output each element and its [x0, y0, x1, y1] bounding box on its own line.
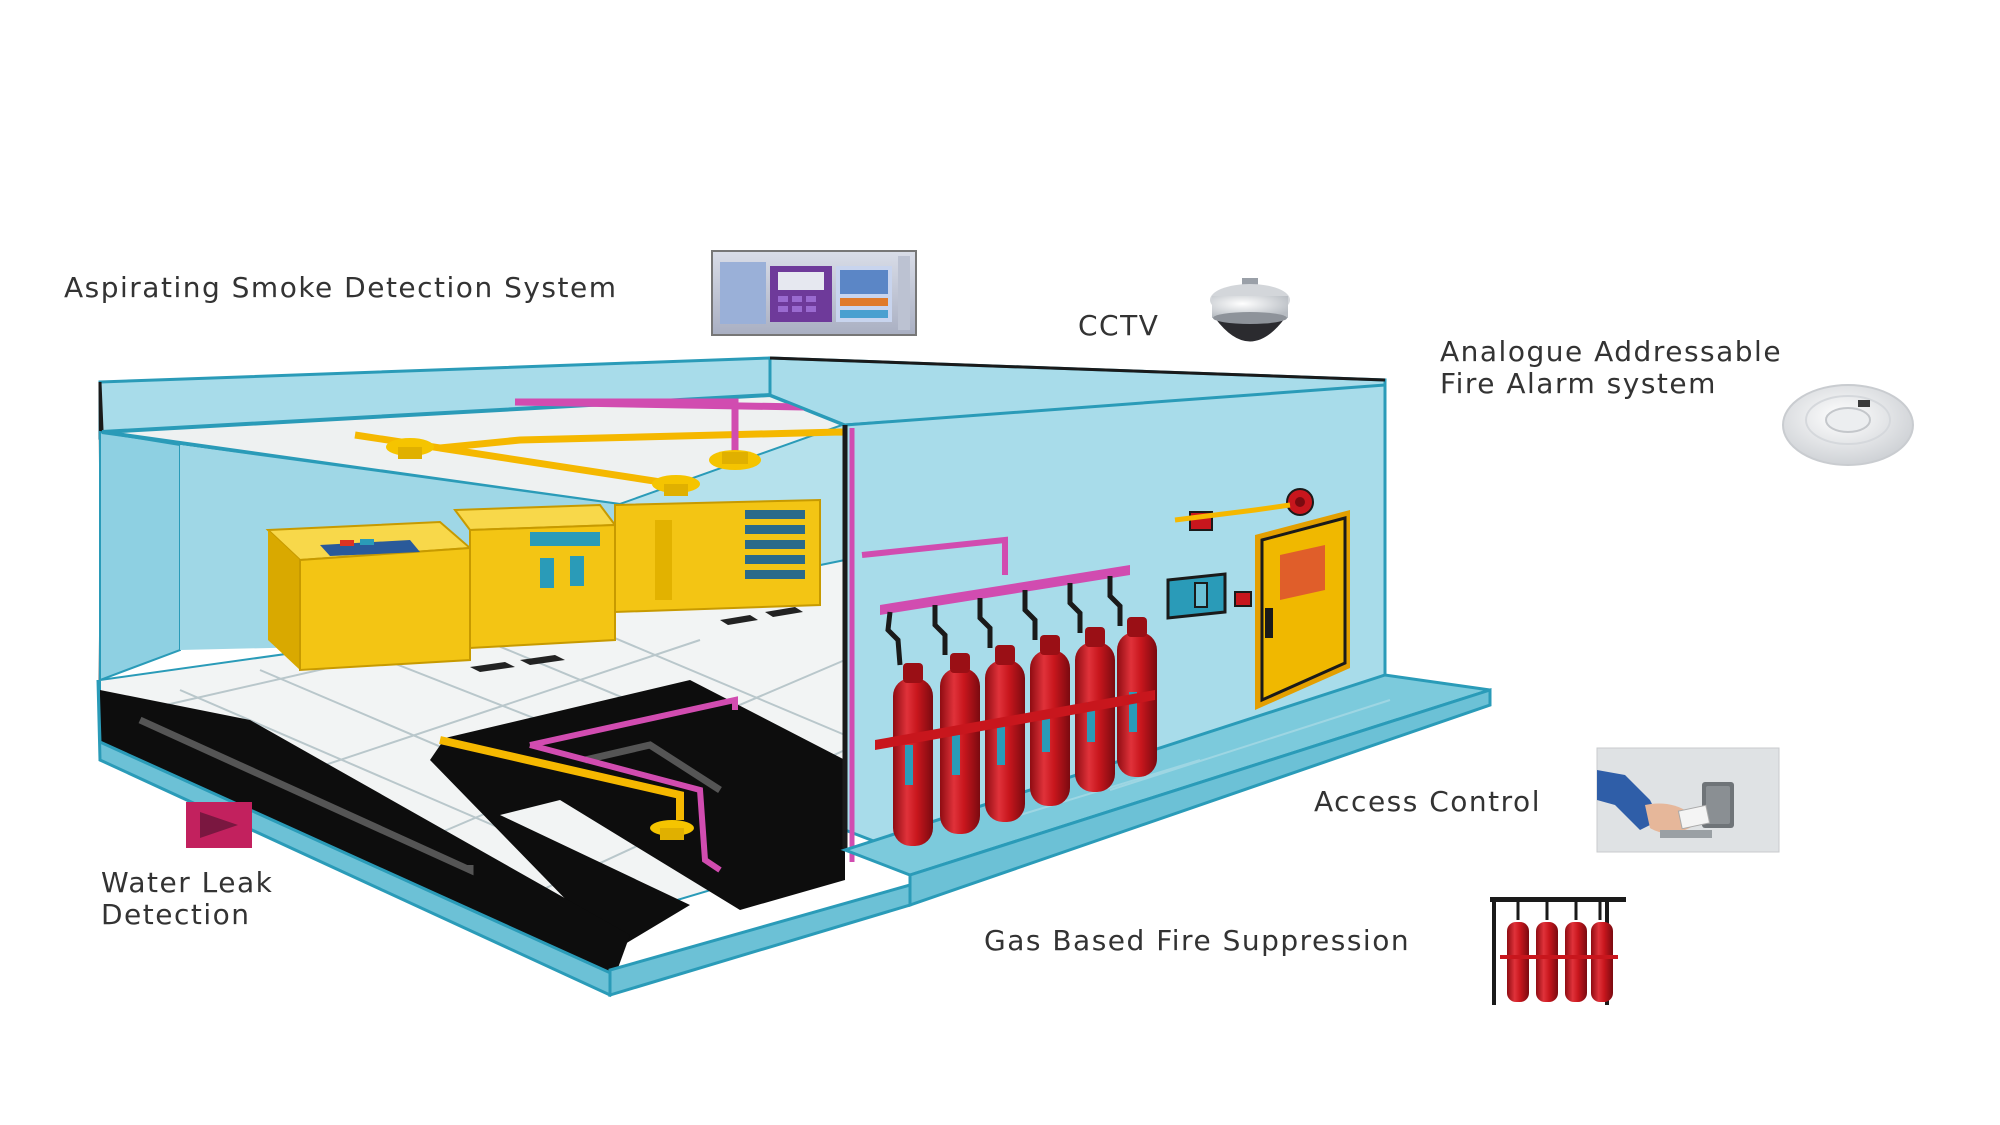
- suppression-control-panel: [1166, 572, 1227, 620]
- fire-alarm-label-line2: Fire Alarm system: [1440, 367, 1717, 400]
- alarm-bell: [1286, 488, 1314, 516]
- aspirating-panel-icon: [711, 250, 917, 336]
- cctv-label: CCTV: [1078, 309, 1160, 342]
- gas-cylinder-bank: [875, 576, 1157, 846]
- aspirating-sampling-point: [709, 450, 761, 470]
- exit-door: [1255, 510, 1350, 710]
- underfloor-pipe-magenta: [529, 696, 738, 748]
- fire-alarm-label-line1: Analogue Addressable: [1440, 335, 1783, 368]
- server-cabinets: [265, 498, 821, 672]
- access-control-label: Access Control: [1314, 785, 1541, 818]
- card-reader-icon: [1596, 747, 1780, 853]
- dome-camera-icon: [1210, 278, 1290, 342]
- ceiling-smoke-detector: [652, 475, 700, 496]
- water-leak-label-line2: Detection: [101, 898, 251, 931]
- water-leak-label-line1: Water Leak: [101, 866, 274, 899]
- water-leak-sensor-icon: [186, 802, 252, 848]
- suppression-manifold: [880, 565, 1130, 615]
- gas-suppression-label: Gas Based Fire Suppression: [984, 924, 1411, 957]
- aspirating-smoke-label: Aspirating Smoke Detection System: [64, 271, 618, 304]
- cylinder-bank-icon: [1490, 897, 1626, 1005]
- smoke-detector-icon: [1782, 384, 1914, 466]
- underfloor-smoke-detector: [650, 820, 694, 840]
- underfloor-pipe-yellow: [439, 736, 684, 820]
- ceiling-smoke-detector: [386, 438, 434, 459]
